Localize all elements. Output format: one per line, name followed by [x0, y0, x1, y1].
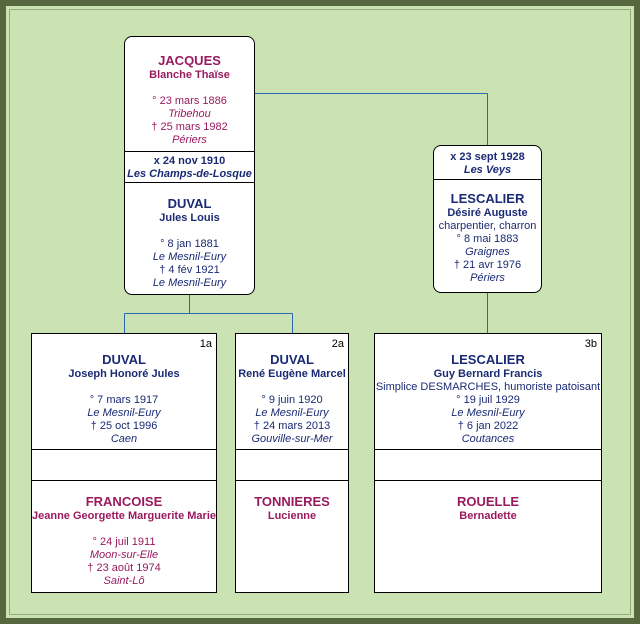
- wife-given-names: Blanche Thaïse: [149, 69, 230, 81]
- husband-surname: DUVAL: [167, 196, 212, 211]
- child-3-birth-date: ° 19 juil 1929: [456, 394, 520, 406]
- right-death-place: Périers: [470, 272, 505, 284]
- child-3-death-place: Coutances: [461, 433, 515, 445]
- child-1-spouse-birth-place: Moon-sur-Elle: [89, 549, 159, 561]
- child-1-badge: 1a: [199, 338, 212, 350]
- child-2-given-names: René Eugène Marcel: [238, 368, 346, 380]
- child-1-death-date: † 25 oct 1996: [90, 420, 158, 432]
- wife-surname: JACQUES: [158, 53, 221, 68]
- child-box-2: 2a DUVAL René Eugène Marcel ° 9 juin 192…: [235, 333, 349, 593]
- right-marriage-date: x 23 sept 1928: [450, 151, 525, 163]
- couple-box-top: JACQUES Blanche Thaïse ° 23 mars 1886 Tr…: [124, 36, 255, 295]
- child-1-birth-date: ° 7 mars 1917: [89, 394, 159, 406]
- child-3-birth-place: Le Mesnil-Eury: [451, 407, 525, 419]
- husband-death-place: Le Mesnil-Eury: [152, 277, 227, 289]
- husband-given-names: Jules Louis: [159, 212, 220, 224]
- child-1-spouse-section: FRANCOISE Jeanne Georgette Marguerite Ma…: [32, 480, 216, 592]
- child-2-section: 2a DUVAL René Eugène Marcel ° 9 juin 192…: [236, 334, 348, 449]
- child-2-birth-date: ° 9 juin 1920: [261, 394, 323, 406]
- wife-birth-date: ° 23 mars 1886: [152, 95, 227, 107]
- child-3-spouse-given-names: Bernadette: [459, 510, 517, 522]
- child-1-spouse-death-place: Saint-Lô: [103, 575, 145, 587]
- child-3-section: 3b LESCALIER Guy Bernard Francis Simplic…: [375, 334, 601, 449]
- right-birth-place: Graignes: [465, 246, 510, 258]
- child-1-spouse-surname: FRANCOISE: [85, 494, 163, 509]
- child-box-1: 1a DUVAL Joseph Honoré Jules ° 7 mars 19…: [31, 333, 217, 593]
- wife-birth-place: Tribehou: [168, 108, 211, 120]
- marriage-place: Les Champs-de-Losque: [127, 168, 252, 180]
- child-2-spouse-surname: TONNIERES: [254, 494, 330, 509]
- child-1-section: 1a DUVAL Joseph Honoré Jules ° 7 mars 19…: [32, 334, 216, 449]
- child-2-death-date: † 24 mars 2013: [253, 420, 331, 432]
- child-2-marriage-section: [236, 449, 348, 480]
- child-1-spouse-death-date: † 23 août 1974: [87, 562, 161, 574]
- child-3-note: Simplice DESMARCHES, humoriste patoisant: [375, 381, 601, 393]
- child-3-spouse-surname: ROUELLE: [456, 494, 520, 509]
- husband-death-date: † 4 fév 1921: [159, 264, 220, 276]
- right-marriage-section: x 23 sept 1928 Les Veys: [434, 146, 541, 179]
- child-2-spouse-given-names: Lucienne: [267, 510, 317, 522]
- child-1-spouse-given-names: Jeanne Georgette Marguerite Marie: [32, 510, 216, 522]
- child-3-surname: LESCALIER: [451, 352, 525, 367]
- right-surname: LESCALIER: [450, 191, 525, 206]
- husband-birth-date: ° 8 jan 1881: [160, 238, 219, 250]
- child-2-spouse-section: TONNIERES Lucienne: [236, 480, 348, 592]
- inner-border: [9, 9, 631, 615]
- child-3-given-names: Guy Bernard Francis: [433, 368, 543, 380]
- child-2-death-place: Gouville-sur-Mer: [251, 433, 333, 445]
- child-2-surname: DUVAL: [270, 352, 314, 367]
- person-box-right: x 23 sept 1928 Les Veys LESCALIER Désiré…: [433, 145, 542, 293]
- wife-death-date: † 25 mars 1982: [151, 121, 228, 133]
- child-2-badge: 2a: [331, 338, 344, 350]
- husband-birth-place: Le Mesnil-Eury: [152, 251, 227, 263]
- marriage-section: x 24 nov 1910 Les Champs-de-Losque: [125, 151, 254, 182]
- right-birth-date: ° 8 mai 1883: [456, 233, 519, 245]
- right-given-names: Désiré Auguste: [447, 207, 528, 219]
- child-2-birth-place: Le Mesnil-Eury: [255, 407, 329, 419]
- right-death-date: † 21 avr 1976: [453, 259, 522, 271]
- right-marriage-place: Les Veys: [463, 164, 512, 176]
- right-person-section: LESCALIER Désiré Auguste charpentier, ch…: [434, 179, 541, 292]
- child-1-birth-place: Le Mesnil-Eury: [87, 407, 161, 419]
- marriage-date: x 24 nov 1910: [153, 155, 226, 167]
- child-box-3: 3b LESCALIER Guy Bernard Francis Simplic…: [374, 333, 602, 593]
- child-1-given-names: Joseph Honoré Jules: [68, 368, 180, 380]
- child-3-spouse-section: ROUELLE Bernadette: [375, 480, 601, 592]
- wife-section: JACQUES Blanche Thaïse ° 23 mars 1886 Tr…: [125, 37, 254, 151]
- child-3-badge: 3b: [584, 338, 597, 350]
- child-3-marriage-section: [375, 449, 601, 480]
- child-1-surname: DUVAL: [102, 352, 146, 367]
- child-3-death-date: † 6 jan 2022: [457, 420, 519, 432]
- child-1-spouse-birth-date: ° 24 juil 1911: [92, 536, 156, 548]
- child-1-marriage-section: [32, 449, 216, 480]
- wife-death-place: Périers: [172, 134, 207, 146]
- right-occupation: charpentier, charron: [438, 220, 537, 232]
- child-1-death-place: Caen: [110, 433, 138, 445]
- husband-section: DUVAL Jules Louis ° 8 jan 1881 Le Mesnil…: [125, 182, 254, 294]
